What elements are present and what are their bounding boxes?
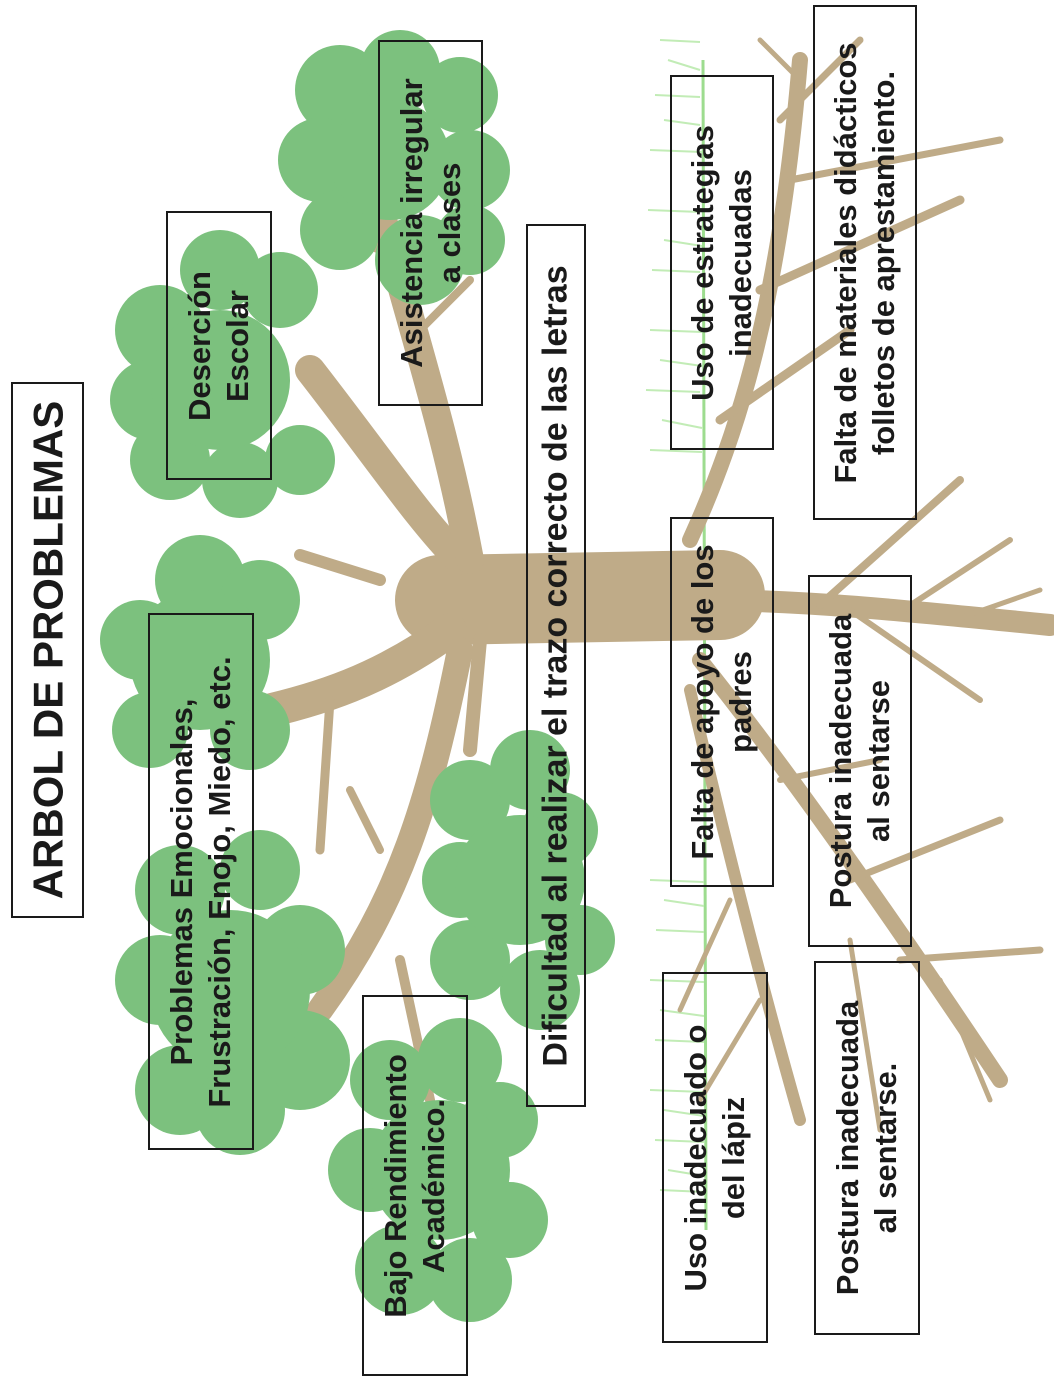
central-problem: Dificultad al realizar el trazo correcto… <box>536 264 575 1067</box>
effect-emocionales-box: Problemas Emocionales,Frustración, Enojo… <box>148 613 254 1150</box>
foliage <box>100 30 615 1322</box>
foliage-center <box>422 730 615 1030</box>
effect-emocionales: Problemas Emocionales,Frustración, Enojo… <box>164 655 237 1108</box>
foliage-top-left <box>110 230 335 518</box>
title-box: ARBOL DE PROBLEMAS <box>11 382 84 918</box>
foliage-bottom <box>328 1018 548 1322</box>
trunk <box>233 76 765 1105</box>
foliage-middle-left <box>100 535 350 1155</box>
foliage-top-right <box>278 30 510 305</box>
grass <box>645 39 708 1231</box>
central-problem-box: Dificultad al realizar el trazo correcto… <box>526 224 586 1107</box>
title: ARBOL DE PROBLEMAS <box>23 400 71 900</box>
